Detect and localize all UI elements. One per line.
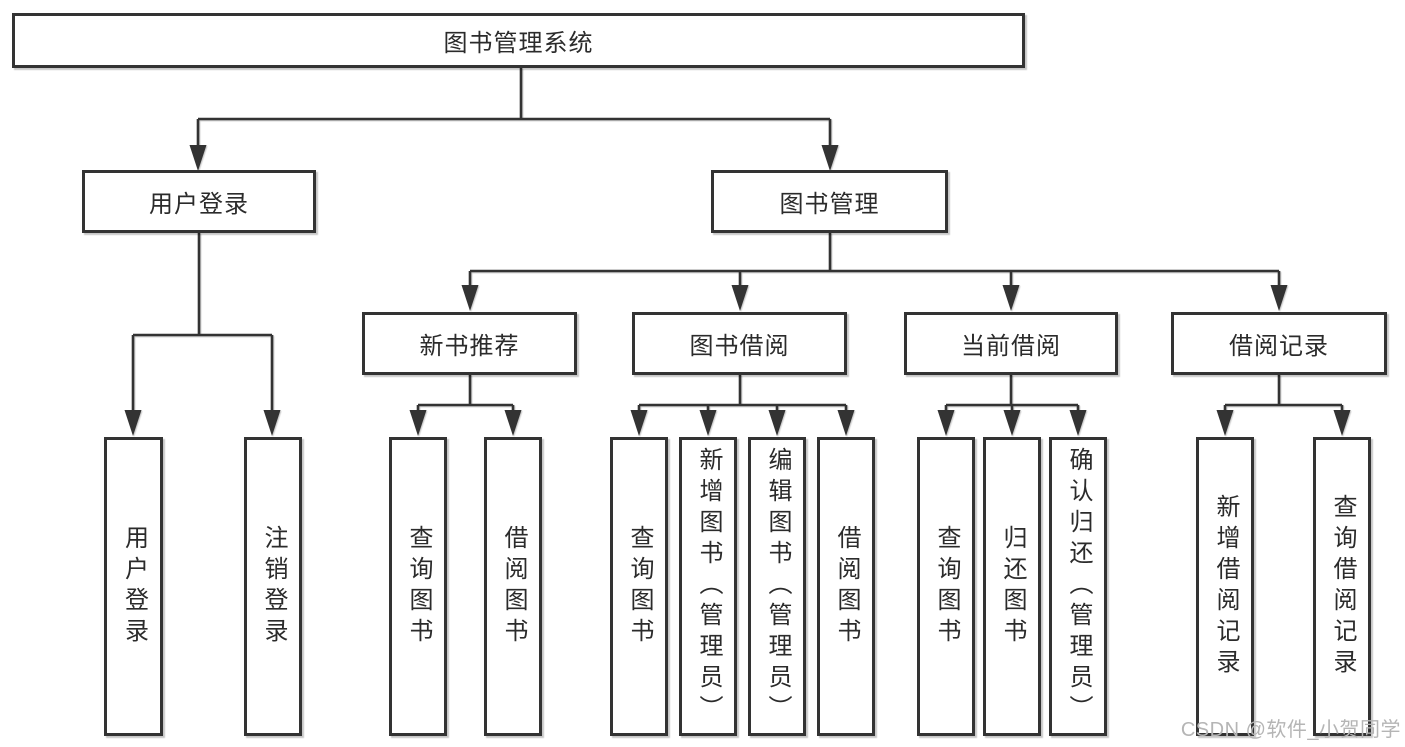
leaf-borrow-add-book-admin: 新增图书（管理员） xyxy=(679,437,737,736)
leaf-current-query-book: 查询图书 xyxy=(917,437,975,736)
leaf-borrow-edit-book-admin: 编辑图书（管理员） xyxy=(748,437,806,736)
node-root-system: 图书管理系统 xyxy=(12,13,1025,68)
csdn-watermark: CSDN @软件_小贺同学 xyxy=(1180,719,1401,741)
node-book-manage: 图书管理 xyxy=(711,170,948,233)
leaf-borrow-query-book: 查询图书 xyxy=(610,437,668,736)
leaf-current-return-book: 归还图书 xyxy=(983,437,1041,736)
leaf-recommend-query-book: 查询图书 xyxy=(389,437,447,736)
leaf-borrow-borrow-book: 借阅图书 xyxy=(817,437,875,736)
leaf-current-confirm-return-admin: 确认归还（管理员） xyxy=(1049,437,1107,736)
leaf-logout: 注销登录 xyxy=(244,437,302,736)
node-current-borrow: 当前借阅 xyxy=(904,312,1118,375)
node-new-book-recommend: 新书推荐 xyxy=(362,312,577,375)
leaf-user-login: 用户登录 xyxy=(104,437,163,736)
leaf-record-add: 新增借阅记录 xyxy=(1196,437,1254,736)
node-user-login: 用户登录 xyxy=(82,170,316,233)
leaf-recommend-borrow-book: 借阅图书 xyxy=(484,437,542,736)
node-borrow-record: 借阅记录 xyxy=(1171,312,1387,375)
node-book-borrow: 图书借阅 xyxy=(632,312,847,375)
leaf-record-query: 查询借阅记录 xyxy=(1313,437,1371,736)
